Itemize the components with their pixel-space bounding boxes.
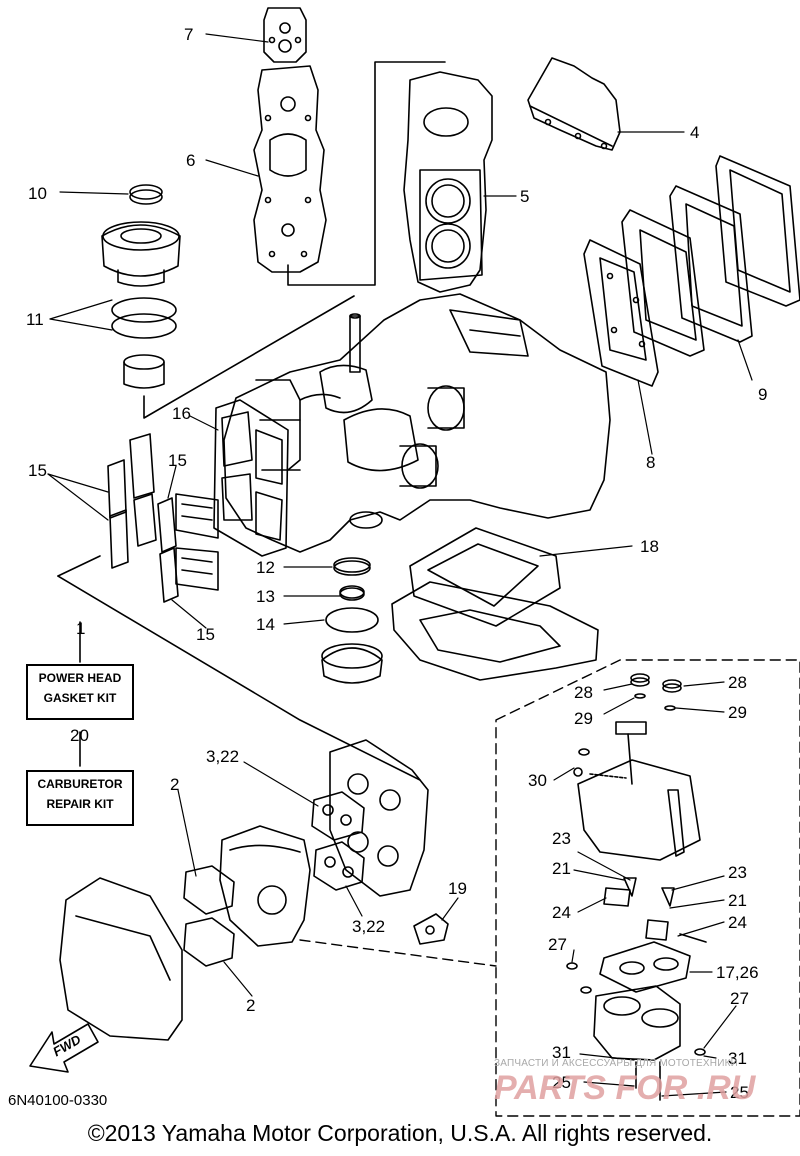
part-18-gasket xyxy=(409,527,561,627)
exhaust-cover xyxy=(621,209,705,357)
callout-30: 30 xyxy=(528,771,547,790)
part-11-o-rings xyxy=(111,297,177,339)
callout-2a: 2 xyxy=(170,775,180,794)
part-10-seal xyxy=(129,184,163,205)
part-7-plate xyxy=(263,7,307,63)
callout-25a: 25 xyxy=(552,1073,571,1092)
part-16-gasket xyxy=(213,399,289,557)
carburetor-repair-kit-label: CARBURETOR REPAIR KIT xyxy=(26,770,134,826)
carburetor-body xyxy=(219,825,311,947)
callout-29a: 29 xyxy=(574,709,593,728)
kit-line-1: POWER HEAD xyxy=(38,671,122,685)
callout-12: 12 xyxy=(256,558,275,577)
copyright-notice: ©2013 Yamaha Motor Corporation, U.S.A. A… xyxy=(87,1120,713,1146)
watermark-caption: ЗАПЧАСТИ И АКСЕССУАРЫ ДЛЯ МОТОТЕХНИКИ xyxy=(494,1058,739,1069)
part-5-cylinder-head xyxy=(403,71,493,293)
leader-lines xyxy=(47,33,753,1097)
callout-10: 10 xyxy=(28,184,47,203)
diagram-code: 6N40100-0330 xyxy=(8,1092,108,1109)
callout-1: 1 xyxy=(76,619,86,638)
callout-13: 13 xyxy=(256,587,275,606)
part-8-gasket xyxy=(583,239,659,387)
callout-28a: 28 xyxy=(574,683,593,702)
callout-29b: 29 xyxy=(728,703,747,722)
callout-15b: 15 xyxy=(168,451,187,470)
watermark-logo-text: PARTS FOR .RU xyxy=(494,1069,757,1107)
power-head-gasket-kit-label: POWER HEAD GASKET KIT xyxy=(26,664,134,720)
callout-6: 6 xyxy=(186,151,196,170)
callout-27b: 27 xyxy=(730,989,749,1008)
carb-float-bowl xyxy=(566,673,707,1101)
callout-27a: 27 xyxy=(548,935,567,954)
callout-31a: 31 xyxy=(552,1043,571,1062)
kit-line-2: GASKET KIT xyxy=(43,691,117,705)
intake-manifold xyxy=(329,739,429,897)
kit-line-2: REPAIR KIT xyxy=(46,797,114,811)
callout-18: 18 xyxy=(640,537,659,556)
callout-23b: 23 xyxy=(728,863,747,882)
callout-20: 20 xyxy=(70,726,89,745)
callout-15c: 15 xyxy=(196,625,215,644)
callout-21a: 21 xyxy=(552,859,571,878)
fwd-arrow xyxy=(29,1023,99,1073)
callout-31b: 31 xyxy=(728,1049,747,1068)
part-19-gasket xyxy=(413,913,449,945)
callout-11: 11 xyxy=(26,310,44,329)
part-15-reeds xyxy=(107,433,219,603)
callout-17-26: 17,26 xyxy=(716,963,759,982)
callout-21b: 21 xyxy=(728,891,747,910)
callout-23a: 23 xyxy=(552,829,571,848)
lower-bushing xyxy=(123,354,165,389)
watermark-logo: PARTS FOR .RU xyxy=(494,1069,757,1107)
part-6-gasket xyxy=(253,65,327,273)
callout-24a: 24 xyxy=(552,903,571,922)
part-3-22-gaskets xyxy=(311,791,365,891)
callout-3-22b: 3,22 xyxy=(352,917,386,936)
callout-15a: 15 xyxy=(28,461,47,480)
kit-line-1: CARBURETOR xyxy=(37,777,123,791)
part-2-gaskets xyxy=(183,865,235,967)
callout-25b: 25 xyxy=(730,1083,749,1102)
crankcase-base xyxy=(391,581,599,681)
callout-7: 7 xyxy=(184,25,194,44)
callout-2b: 2 xyxy=(246,996,256,1015)
callout-16: 16 xyxy=(172,404,191,423)
callout-19: 19 xyxy=(448,879,467,898)
callout-28b: 28 xyxy=(728,673,747,692)
callout-14: 14 xyxy=(256,615,275,634)
part-4-cover xyxy=(527,57,621,151)
upper-bearing-housing xyxy=(101,221,181,287)
callout-24b: 24 xyxy=(728,913,747,932)
callout-3-22a: 3,22 xyxy=(206,747,240,766)
callout-5: 5 xyxy=(520,187,530,206)
part-9-gasket xyxy=(669,185,753,343)
outer-cover xyxy=(715,155,800,307)
silencer-cover xyxy=(59,877,183,1041)
crankcase xyxy=(223,293,611,553)
part-12-13-14-seals xyxy=(321,557,383,684)
callout-9: 9 xyxy=(758,385,768,404)
callout-4: 4 xyxy=(690,123,700,142)
callout-8: 8 xyxy=(646,453,656,472)
